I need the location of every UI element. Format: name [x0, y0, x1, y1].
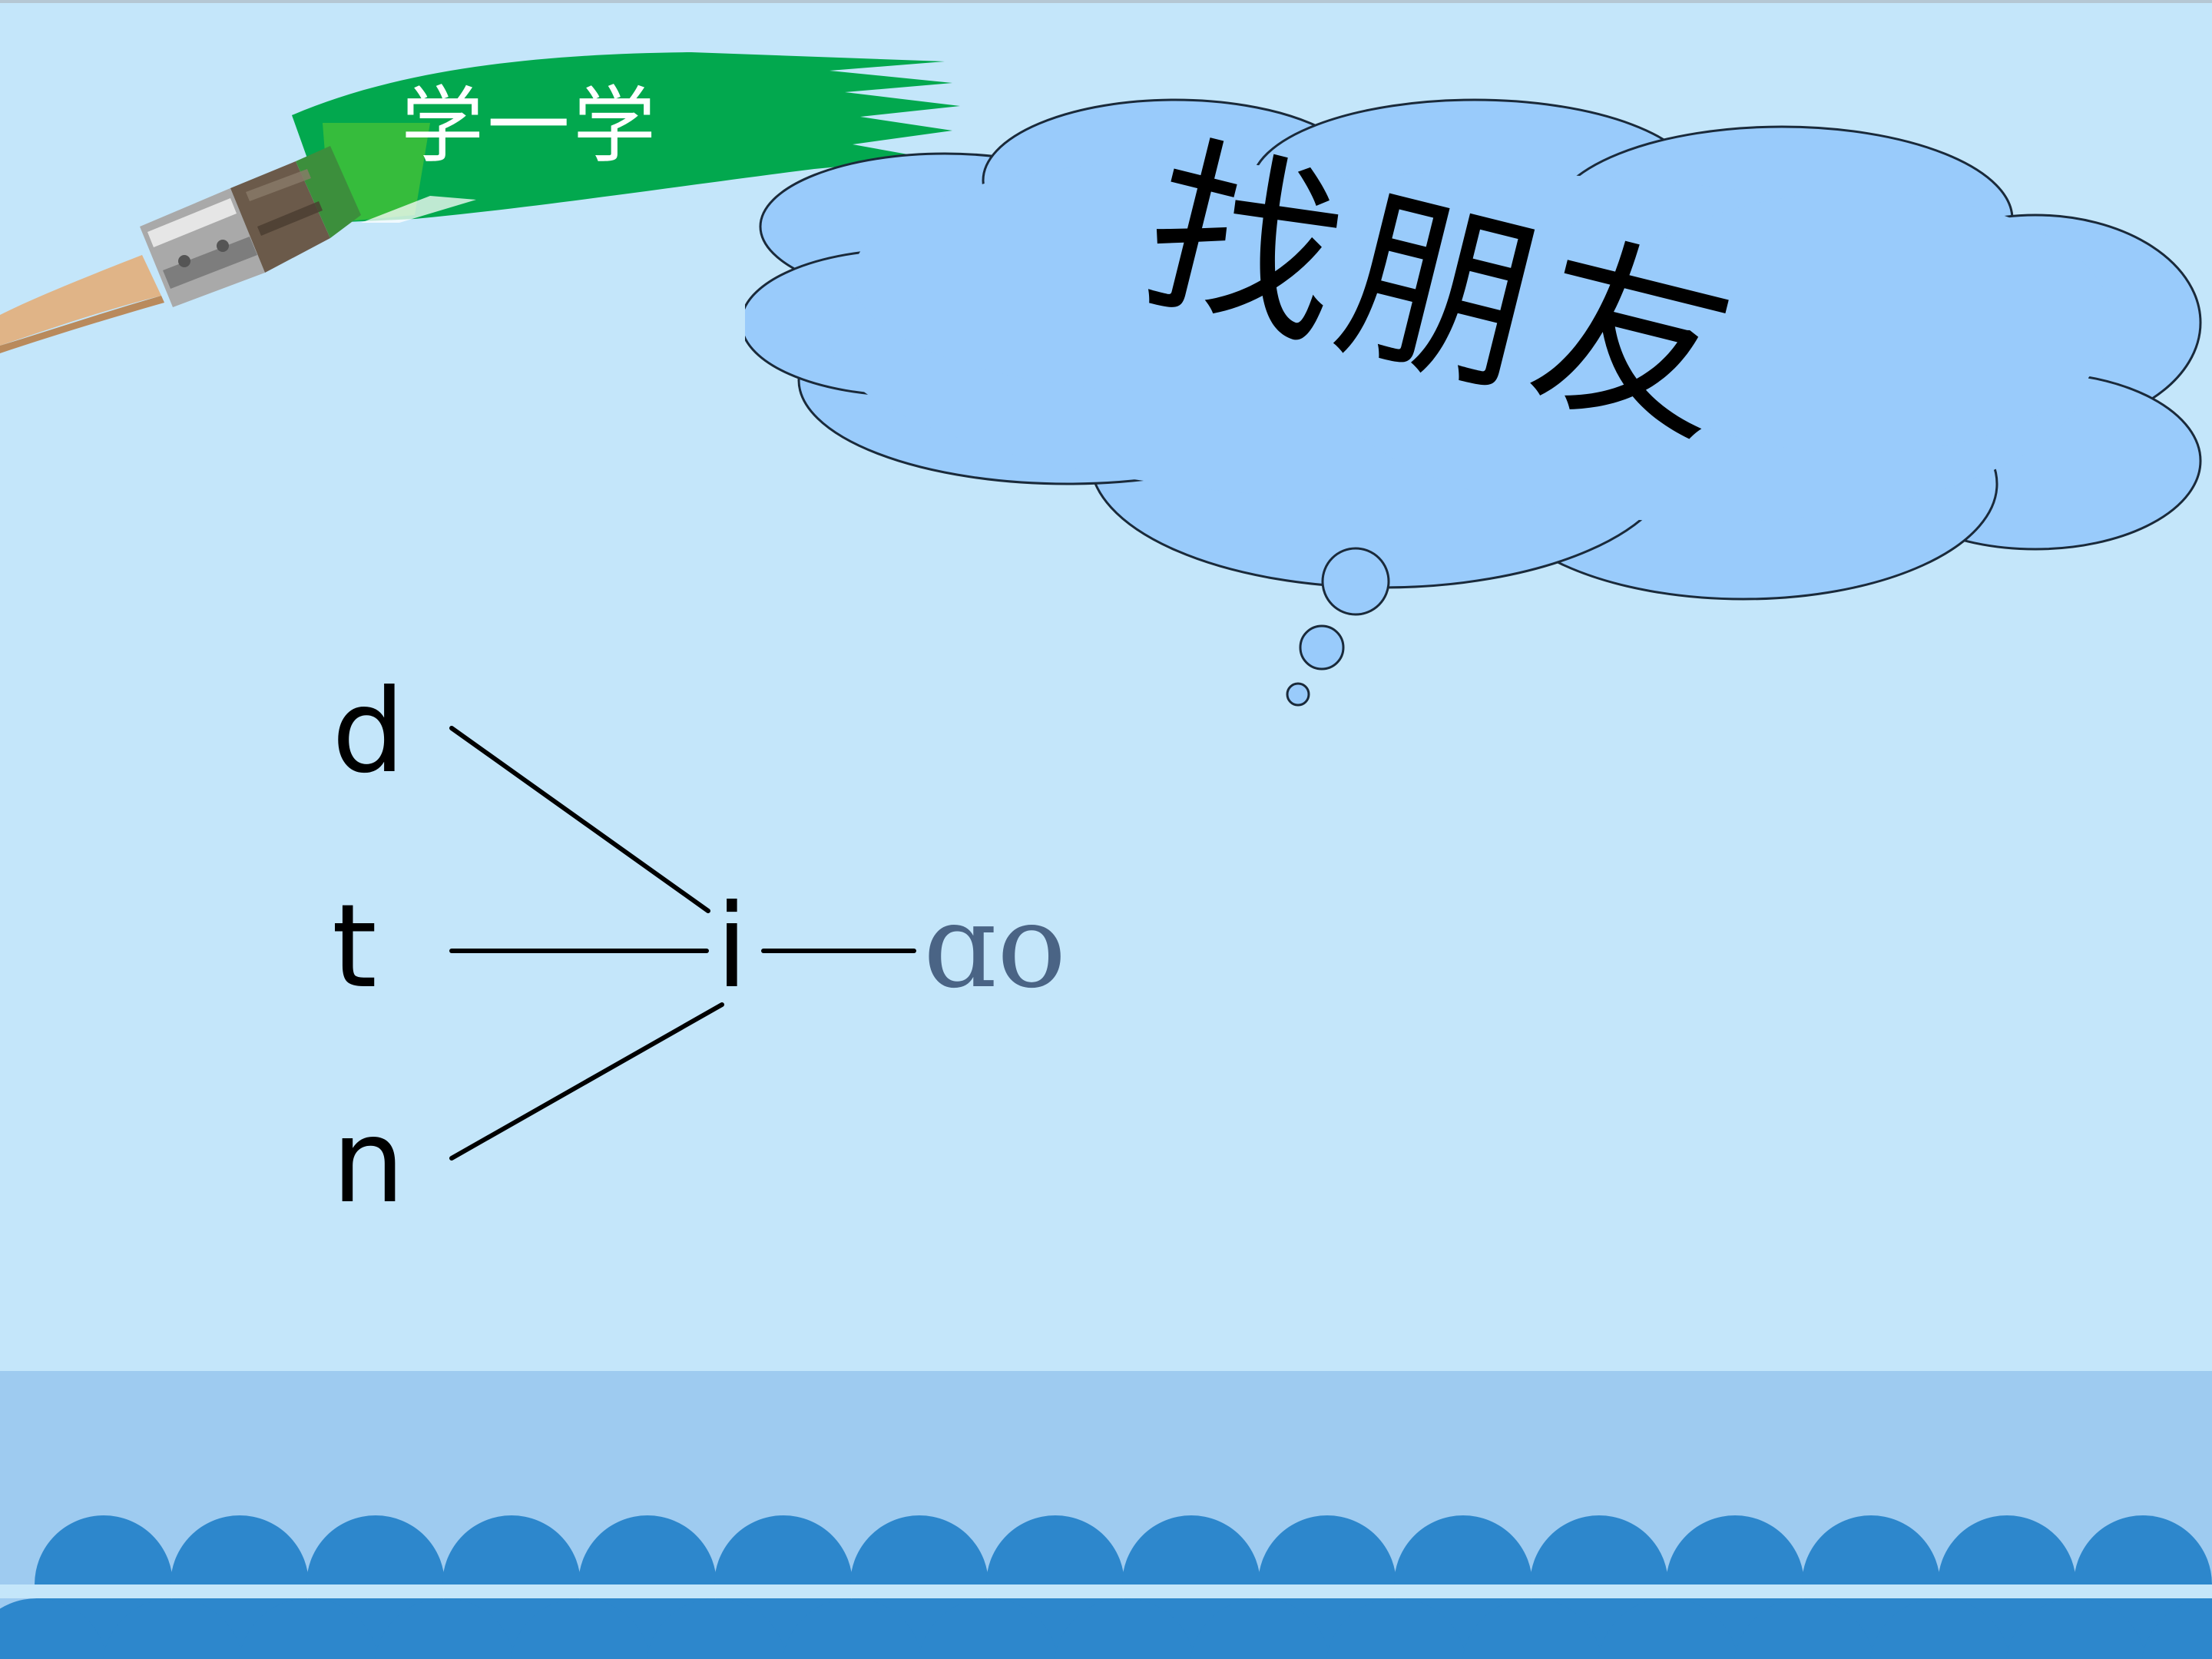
wave-scallop [1190, 1598, 1331, 1659]
wave-scallop [1869, 1598, 2011, 1659]
pinyin-connector-lines [449, 726, 916, 1161]
paint-brush-icon [0, 52, 960, 353]
wave-scallop [2141, 1598, 2212, 1659]
wave-scallop [1462, 1598, 1603, 1659]
wave-scallop [2005, 1598, 2147, 1659]
initial-d: d [332, 665, 406, 799]
wave-scallop [1326, 1598, 1467, 1659]
banner-label: 学一学 [401, 78, 660, 174]
wave-scallop [782, 1598, 923, 1659]
wave-scallop [1734, 1598, 1875, 1659]
initial-t: t [332, 880, 377, 1014]
wave-scallop [0, 1598, 108, 1659]
wave-scallop [1598, 1598, 1739, 1659]
wave-scallop [1054, 1598, 1195, 1659]
thought-cloud-icon [745, 98, 2202, 707]
wave-scallop [374, 1598, 515, 1659]
wave-scallop [646, 1598, 787, 1659]
wave-scallop [102, 1598, 243, 1659]
final-ao: ɑo [923, 880, 1067, 1014]
medial-i: i [716, 880, 748, 1014]
wave-scallop [510, 1598, 651, 1659]
wave-scallop [918, 1598, 1059, 1659]
wave-scallop [238, 1598, 379, 1659]
sea-waves-decoration [0, 1371, 2212, 1659]
top-border [0, 0, 2212, 3]
initial-n: n [332, 1095, 406, 1229]
